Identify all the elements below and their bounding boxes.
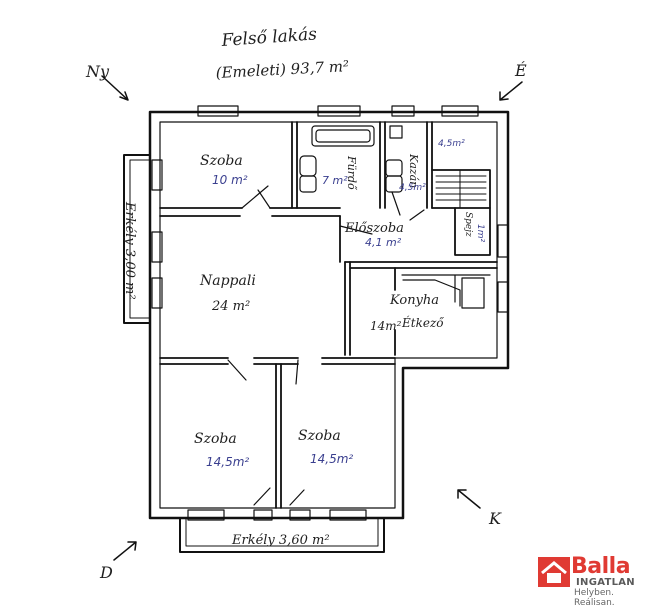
compass-e-label: É	[514, 60, 527, 80]
room-spejz-name: Spejz	[463, 212, 473, 237]
balcony-left: Erkély 3,00 m²	[122, 154, 151, 324]
room-konyha-name: Konyha	[389, 293, 439, 308]
room-nappali-area: 24 m²	[211, 299, 250, 314]
balcony-left-label: Erkély 3,00 m²	[122, 201, 137, 300]
compass-e: É	[499, 60, 527, 101]
room-konyha-area: 14m²	[370, 319, 402, 333]
logo-tagline: Helyben. Reálisan.	[574, 588, 615, 608]
logo-sub: INGATLAN	[576, 577, 635, 588]
compass-d-label: D	[99, 563, 113, 582]
room-szoba-left: Szoba 14,5m²	[194, 431, 249, 469]
room-szoba-right-area: 14,5m²	[310, 452, 353, 466]
room-spejz: Spejz 1m²	[463, 212, 485, 242]
logo-name: Balla	[571, 554, 631, 579]
staircase	[435, 169, 487, 209]
compass-k-label: K	[488, 509, 502, 528]
plan-subtitle: (Emeleti) 93,7 m²	[215, 57, 349, 82]
room-szoba-left-area: 14,5m²	[206, 455, 249, 469]
room-wc: Fürdő 7 m²	[322, 155, 358, 191]
balcony-bottom-label: Erkély 3,60 m²	[231, 533, 330, 548]
room-nappali: Nappali 24 m²	[199, 273, 256, 314]
room-kazan-name: Kazán	[407, 153, 420, 188]
balcony-bottom: Erkély 3,60 m²	[179, 517, 385, 553]
room-kazan: Kazán 4,5m²	[399, 153, 426, 193]
room-nappali-name: Nappali	[199, 273, 256, 289]
doors	[227, 185, 425, 506]
room-szoba-top-name: Szoba	[200, 153, 243, 169]
room-eloszoba-name: Előszoba	[344, 221, 404, 236]
compass-ny-label: Ny	[85, 62, 110, 81]
room-szoba-right: Szoba 14,5m²	[298, 428, 353, 466]
room-szoba-top-area: 10 m²	[212, 173, 248, 187]
room-wc-name: Fürdő	[345, 155, 358, 191]
house-logo-icon	[538, 557, 570, 587]
room-eloszoba: Előszoba 4,1 m²	[344, 221, 404, 249]
plan-title: Felső lakás	[220, 24, 318, 51]
balla-logo: Balla INGATLAN Helyben. Reálisan.	[538, 554, 652, 608]
room-kamra-area: 4,5m²	[438, 139, 465, 149]
room-konyha-extra: Étkező	[401, 315, 444, 330]
room-kazan-area: 4,5m²	[399, 183, 426, 193]
room-spejz-area: 1m²	[475, 224, 485, 242]
room-szoba-right-name: Szoba	[298, 428, 341, 444]
room-kamra: 4,5m²	[438, 139, 465, 149]
compass-ny: Ny	[85, 62, 129, 101]
room-wc-area: 7 m²	[322, 174, 348, 187]
compass-k: K	[457, 489, 502, 528]
interior-walls	[159, 121, 498, 509]
windows	[151, 105, 509, 521]
room-eloszoba-area: 4,1 m²	[365, 236, 402, 249]
compass-d: D	[99, 541, 137, 582]
room-konyha: Konyha 14m² Étkező	[370, 293, 444, 333]
kitchen-counter	[401, 274, 491, 309]
bathroom-fixtures	[299, 125, 403, 193]
room-szoba-left-name: Szoba	[194, 431, 237, 447]
room-szoba-top: Szoba 10 m²	[200, 153, 248, 187]
